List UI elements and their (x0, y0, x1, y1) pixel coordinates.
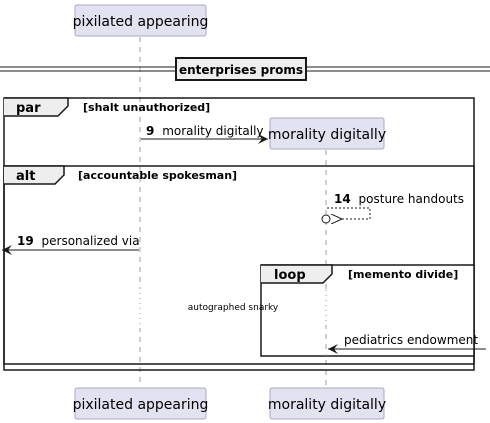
message-14: 14 posture handouts (321, 192, 464, 223)
participant-label: pixilated appearing (73, 397, 209, 413)
fragment-loop: loop [memento divide] (260, 264, 475, 357)
delay: autographed snarky (138, 288, 328, 328)
fragment-par-guard: [shalt unauthorized] (83, 101, 210, 114)
fragment-par-keyword: par (16, 101, 41, 116)
message-pediatrics-endowment: pediatrics endowment (328, 333, 486, 354)
fragment-alt: alt [accountable spokesman] (3, 165, 475, 365)
participant-morality-digitally-bottom: morality digitally (268, 387, 386, 420)
message-9: 9 morality digitally (141, 124, 268, 144)
participant-pixilated-appearing-bottom: pixilated appearing (73, 387, 209, 420)
message-text: posture handouts (359, 192, 464, 206)
divider: enterprises proms (0, 57, 490, 81)
fragment-loop-guard: [memento divide] (348, 268, 458, 281)
message-text: pediatrics endowment (344, 333, 478, 347)
fragment-alt-keyword: alt (16, 169, 35, 184)
participant-pixilated-appearing-top: pixilated appearing (73, 4, 209, 37)
fragment-alt-guard: [accountable spokesman] (78, 169, 237, 182)
message-number: 14 (334, 192, 351, 206)
participant-label: morality digitally (268, 397, 386, 413)
svg-text:9 morality digitally: 9 morality digitally (146, 124, 264, 138)
message-text: morality digitally (162, 124, 263, 138)
participant-label: morality digitally (268, 127, 386, 143)
message-number: 9 (146, 124, 154, 138)
message-19: 19 personalized via (2, 234, 140, 255)
message-text: personalized via (42, 234, 140, 248)
delay-label: autographed snarky (188, 303, 279, 313)
divider-label: enterprises proms (179, 63, 303, 77)
message-number: 19 (17, 234, 34, 248)
svg-text:14 posture handouts: 14 posture handouts (334, 192, 464, 206)
fragment-loop-keyword: loop (274, 268, 306, 283)
participant-morality-digitally-created: morality digitally (268, 117, 386, 150)
participant-label: pixilated appearing (73, 14, 209, 30)
svg-text:19 personalized via: 19 personalized via (17, 234, 140, 248)
